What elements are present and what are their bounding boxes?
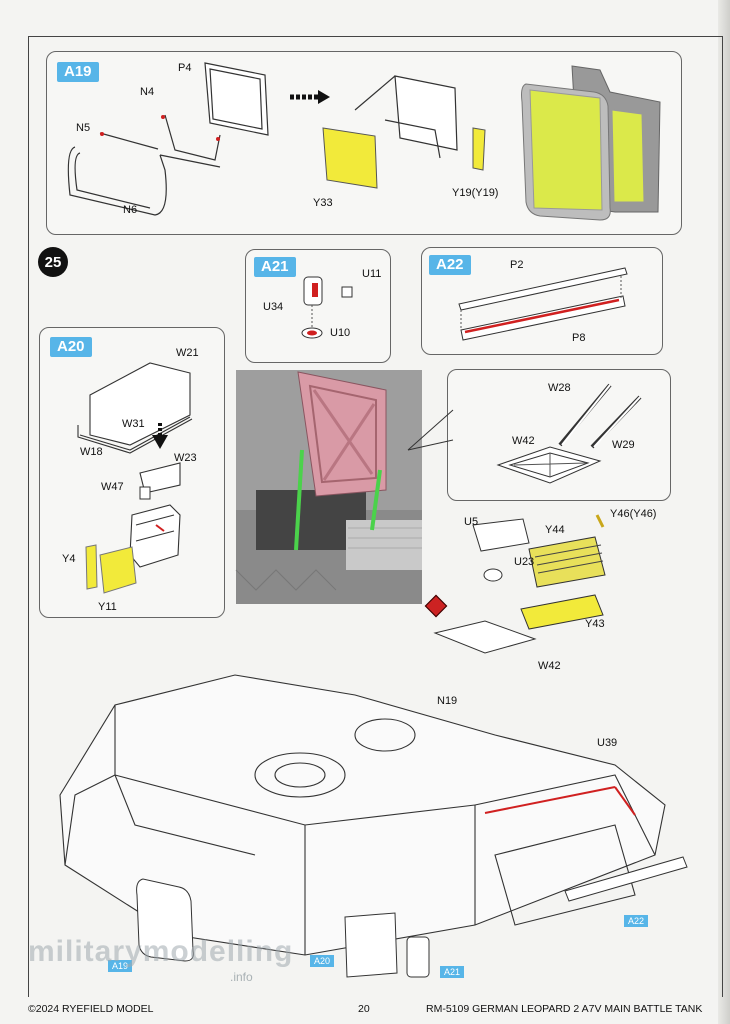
part-label-u10: U10 [330,327,351,339]
part-label-w47: W47 [101,481,124,493]
a20-rack-drawing [77,362,193,594]
part-label-u34: U34 [263,301,284,313]
watermark-sub: .info [230,970,253,984]
watermark: militarymodelling [28,935,294,968]
part-label-w18: W18 [80,446,103,458]
part-label-w31: W31 [122,418,145,430]
part-label-w23: W23 [174,452,197,464]
part-label-p4: P4 [178,62,192,74]
footer-title: RM-5109 GERMAN LEOPARD 2 A7V MAIN BATTLE… [426,1003,703,1015]
footer-page-number: 20 [358,1003,370,1015]
part-label-p8: P8 [572,332,586,344]
part-label-y46: Y46(Y46) [610,508,657,520]
small-tag-a22: A22 [624,915,649,927]
panel-a20-tag: A20 [50,337,92,357]
footer-copyright: ©2024 RYEFIELD MODEL [28,1003,154,1015]
part-label-y11: Y11 [98,601,117,613]
part-label-n6: N6 [123,204,138,216]
small-tag-a20: A20 [310,955,335,967]
part-label-y44: Y44 [545,524,565,536]
part-label-p2: P2 [510,259,524,271]
scan-edge [718,0,730,1024]
part-label-y4: Y4 [62,553,76,565]
a19-rack-frame-drawing [67,62,269,216]
a21-canister-drawing [301,276,353,339]
step-number-badge: 25 [38,247,68,277]
part-label-y19: Y19(Y19) [452,187,499,199]
hatch-photo [235,370,422,604]
hatch-detail-drawing [496,383,642,484]
a22-bracket-drawing [458,267,628,341]
part-label-u39: U39 [597,737,618,749]
panel-a19-tag: A19 [57,62,99,82]
part-label-w42: W42 [512,435,535,447]
part-label-u11: U11 [362,268,382,280]
arrow-icon [290,90,330,104]
small-tag-a21: A21 [440,966,465,978]
part-label-n19: N19 [437,695,458,707]
part-label-u23: U23 [514,556,535,568]
small-tag-a19: A19 [108,960,133,972]
part-label-w28: W28 [548,382,571,394]
page-frame [28,36,723,997]
callout-connector [407,409,454,451]
tank-hull-drawing [59,674,688,978]
part-label-n5: N5 [76,122,91,134]
a19-frame-with-etch-drawing [322,75,486,189]
a19-finished-rack-render [521,65,661,221]
main-assembly-parts-drawing [433,514,606,654]
panel-a21-tag: A21 [254,257,296,277]
part-label-w42-main: W42 [538,660,561,672]
part-label-y33: Y33 [313,197,333,209]
part-label-u5: U5 [464,516,479,528]
part-label-w21: W21 [176,347,199,359]
panel-a22-tag: A22 [429,255,471,275]
part-label-n4: N4 [140,86,155,98]
part-label-w29: W29 [612,439,635,451]
part-label-y43: Y43 [585,618,605,630]
